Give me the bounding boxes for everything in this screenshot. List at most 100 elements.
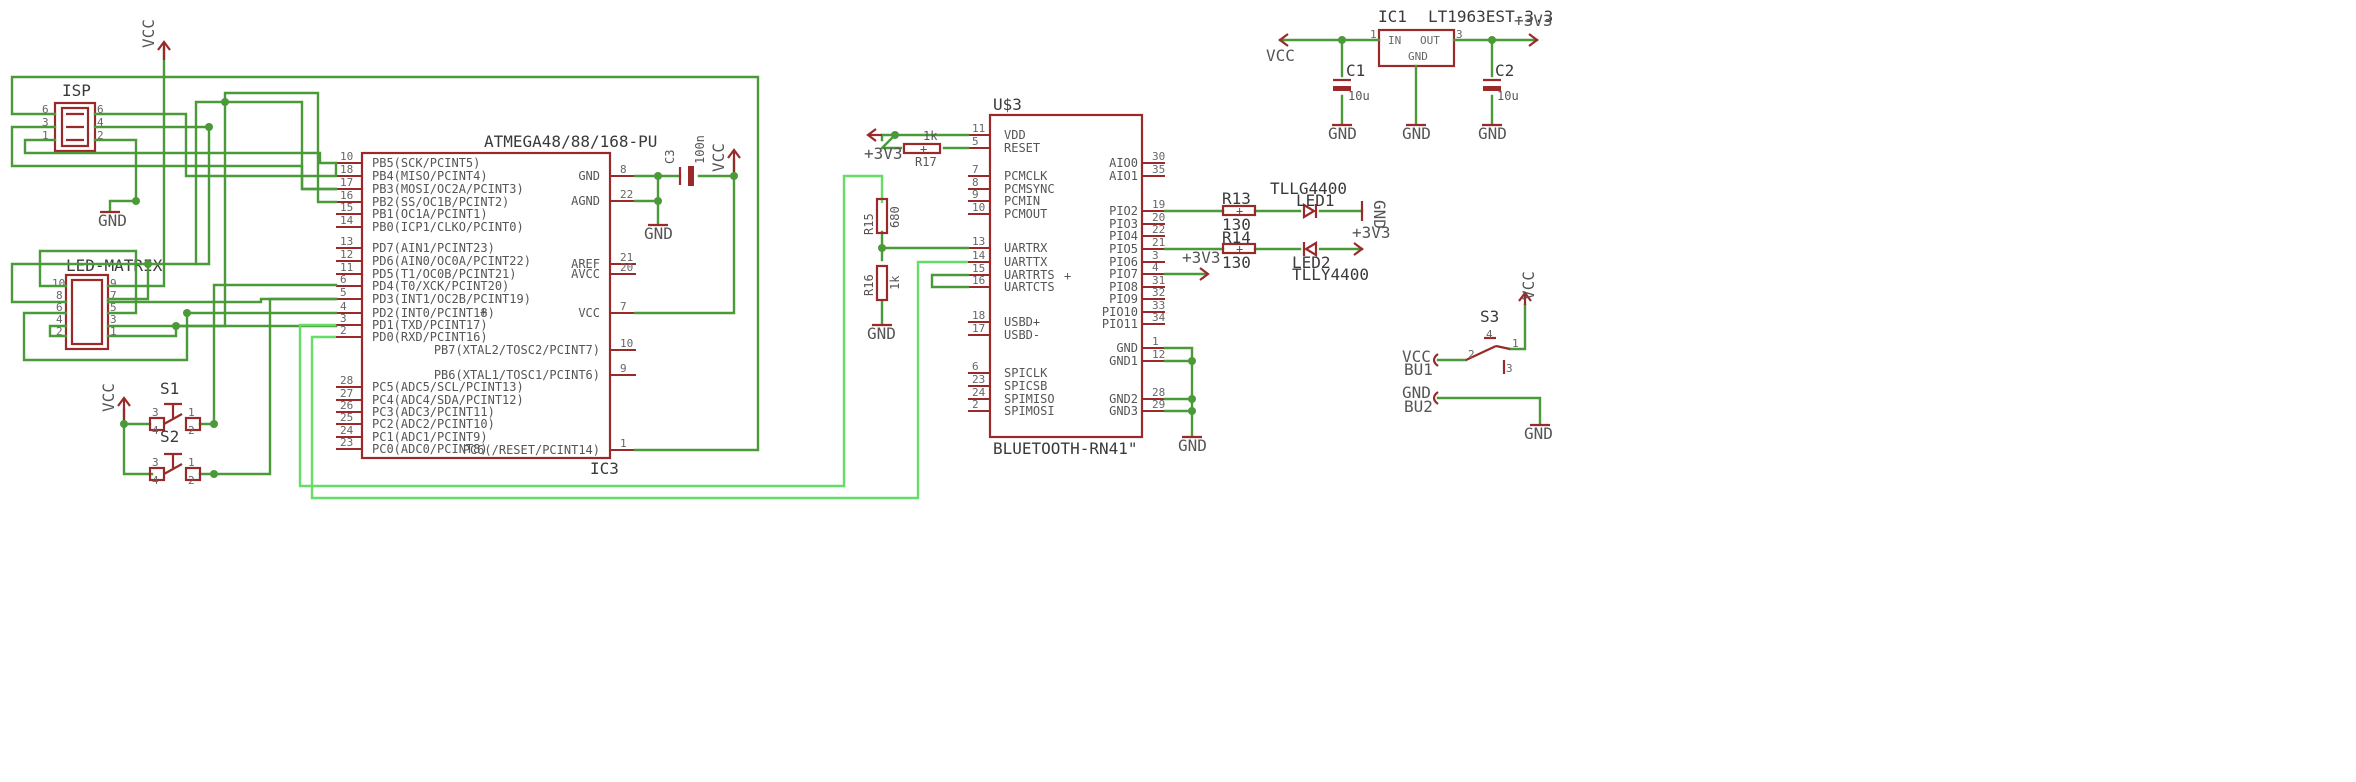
led2-value: TLLY4400 bbox=[1292, 265, 1369, 284]
ic3-name: IC3 bbox=[590, 459, 619, 478]
u3-left-pin-num-15: 2 bbox=[972, 398, 979, 411]
matrix-pin-r1: 9 bbox=[110, 277, 117, 290]
ic3-left-pin-label-10: PD3(INT1/OC2B/PCINT19) bbox=[372, 292, 531, 306]
matrix-pin-r3: 5 bbox=[110, 301, 117, 314]
matrix-pin-l5: 2 bbox=[56, 325, 63, 338]
ic3-left-pin-label-4: PB1(OC1A/PCINT1) bbox=[372, 207, 488, 221]
u3-left-pin-num-5: 10 bbox=[972, 201, 985, 214]
gnd-label-6: GND bbox=[1402, 124, 1431, 143]
s1-name: S1 bbox=[160, 379, 179, 398]
ic3-left-pin-label-2: PB3(MOSI/OC2A/PCINT3) bbox=[372, 182, 524, 196]
vcc-label-2: VCC bbox=[709, 143, 728, 172]
u3-left-pin-label-10: USBD+ bbox=[1004, 315, 1040, 329]
r13-value: 130 bbox=[1222, 215, 1251, 234]
ic3-left-pin-label-1: PB4(MISO/PCINT4) bbox=[372, 169, 488, 183]
c3-value: 100n bbox=[693, 135, 707, 164]
u3-left-pin-label-0: VDD bbox=[1004, 128, 1026, 142]
ic3-right-pin-label-4: VCC bbox=[578, 306, 600, 320]
u3-right-pin-num-9: 32 bbox=[1152, 286, 1165, 299]
r15-name: R15 bbox=[862, 213, 876, 235]
ic3-left-pin-num-3: 16 bbox=[340, 189, 353, 202]
matrix-pin-r5: 1 bbox=[110, 325, 117, 338]
u3-left-pin-label-6: UARTRX bbox=[1004, 241, 1048, 255]
wires bbox=[10, 38, 1542, 500]
v33-label-2: +3V3 bbox=[864, 144, 903, 163]
ic3-left-pin-num-8: 11 bbox=[340, 261, 353, 274]
u3-right-pin-label-1: AIO1 bbox=[1109, 169, 1138, 183]
ic3-left-pin-label-18: PC1(ADC1/PCINT9) bbox=[372, 430, 488, 444]
gnd-label-9: GND bbox=[1524, 424, 1553, 443]
gnd-bt: GND bbox=[1178, 435, 1207, 455]
ic3-right-pin-num-7: 1 bbox=[620, 437, 627, 450]
u3-right-pin-num-1: 35 bbox=[1152, 163, 1165, 176]
v33-arrow-reg: +3V3 bbox=[1514, 11, 1553, 47]
c1-value: 10u bbox=[1348, 89, 1370, 103]
isp-pin-l3: 1 bbox=[42, 129, 49, 142]
passives: C3 100n + 1k R17 R15 680 R16 1k + R13 13… bbox=[663, 61, 1519, 302]
u3-left-pin-label-1: RESET bbox=[1004, 141, 1040, 155]
u3-left-pin-num-9: 16 bbox=[972, 274, 985, 287]
gnd-isp: GND bbox=[98, 210, 127, 230]
c2-name: C2 bbox=[1495, 61, 1514, 80]
ic3-left-pin-num-1: 18 bbox=[340, 163, 353, 176]
s3-name: S3 bbox=[1480, 307, 1499, 326]
r17: + 1k R17 bbox=[902, 129, 942, 169]
ic3-left-pin-num-17: 25 bbox=[340, 411, 353, 424]
bu2-shape bbox=[1432, 391, 1439, 405]
ic3-left-pin-label-9: PD4(T0/XCK/PCINT20) bbox=[372, 279, 509, 293]
s2-pin1: 1 bbox=[188, 456, 195, 469]
ic3-left-pin-num-5: 14 bbox=[340, 214, 354, 227]
s1-pin2: 2 bbox=[188, 424, 195, 437]
r17-mark: + bbox=[920, 142, 927, 156]
ic3-right-pin-label-7: PC6(/RESET/PCINT14) bbox=[463, 443, 600, 457]
u3-right-pin-label-13: GND1 bbox=[1109, 354, 1138, 368]
s2-pin3: 3 bbox=[152, 456, 159, 469]
vcc-arrow-isp: VCC bbox=[139, 19, 171, 60]
ic3-atmega: ATMEGA48/88/168-PU IC3 + PB5(SCK/PCINT5)… bbox=[336, 132, 657, 478]
matrix-pin-l3: 6 bbox=[56, 301, 63, 314]
u3-left-pin-label-4: PCMIN bbox=[1004, 194, 1040, 208]
u3-right-pin-num-4: 22 bbox=[1152, 223, 1165, 236]
u3-left-pin-label-12: SPICLK bbox=[1004, 366, 1048, 380]
ic3-left-pin-num-2: 17 bbox=[340, 176, 353, 189]
ic3-right-pin-label-0: GND bbox=[578, 169, 600, 183]
u3-left-pin-label-2: PCMCLK bbox=[1004, 169, 1048, 183]
ic3-left-pin-num-16: 26 bbox=[340, 399, 353, 412]
ic3-left-pin-num-13: 2 bbox=[340, 324, 347, 337]
gnd-c2: GND bbox=[1478, 123, 1507, 143]
gnd-ic1: GND bbox=[1402, 123, 1431, 143]
u3-left-pin-num-3: 8 bbox=[972, 176, 979, 189]
led2: LED2 TLLY4400 bbox=[1292, 241, 1369, 284]
s2-pin2: 2 bbox=[188, 474, 195, 487]
ic3-left-pin-num-12: 3 bbox=[340, 312, 347, 325]
ic3-left-pin-label-17: PC2(ADC2/PCINT10) bbox=[372, 417, 495, 431]
u3-left-pin-label-7: UARTTX bbox=[1004, 255, 1048, 269]
u3-right-pin-label-14: GND2 bbox=[1109, 392, 1138, 406]
u3-right-pin-num-0: 30 bbox=[1152, 150, 1165, 163]
ic1-in-label: IN bbox=[1388, 34, 1401, 47]
ic3-left-pin-num-15: 27 bbox=[340, 387, 353, 400]
ic3-right-pin-num-0: 8 bbox=[620, 163, 627, 176]
u3-right-pin-label-0: AIO0 bbox=[1109, 156, 1138, 170]
u3-right-pin-num-8: 31 bbox=[1152, 274, 1165, 287]
ic3-left-pin-label-8: PD5(T1/OC0B/PCINT21) bbox=[372, 267, 517, 281]
matrix-pin-r2: 7 bbox=[110, 289, 117, 302]
u3-left-pin-label-13: SPICSB bbox=[1004, 379, 1047, 393]
ic3-left-pin-label-6: PD7(AIN1/PCINT23) bbox=[372, 241, 495, 255]
led1: TLLG4400 LED1 bbox=[1270, 179, 1347, 219]
u3-value: BLUETOOTH-RN41" bbox=[993, 439, 1138, 458]
s3-pin2: 2 bbox=[1468, 348, 1475, 361]
u3-left-pin-label-14: SPIMISO bbox=[1004, 392, 1055, 406]
u3-right-pin-num-7: 4 bbox=[1152, 261, 1159, 274]
isp-pin-r2: 4 bbox=[97, 116, 104, 129]
isp-pin-l2: 3 bbox=[42, 116, 49, 129]
switches: S1 3 4 1 2 S2 3 4 1 2 S3 bbox=[148, 307, 1519, 487]
v33-label-1: +3V3 bbox=[1514, 11, 1553, 30]
s3-pin3: 3 bbox=[1506, 362, 1513, 375]
u3-bluetooth: U$3 BLUETOOTH-RN41" + VDD11RESET5PCMCLK7… bbox=[968, 95, 1166, 458]
gnd-ic3: GND bbox=[644, 223, 673, 243]
gnd-label-8: GND bbox=[1370, 200, 1389, 229]
vcc-arrow-reg: VCC bbox=[1266, 33, 1295, 65]
